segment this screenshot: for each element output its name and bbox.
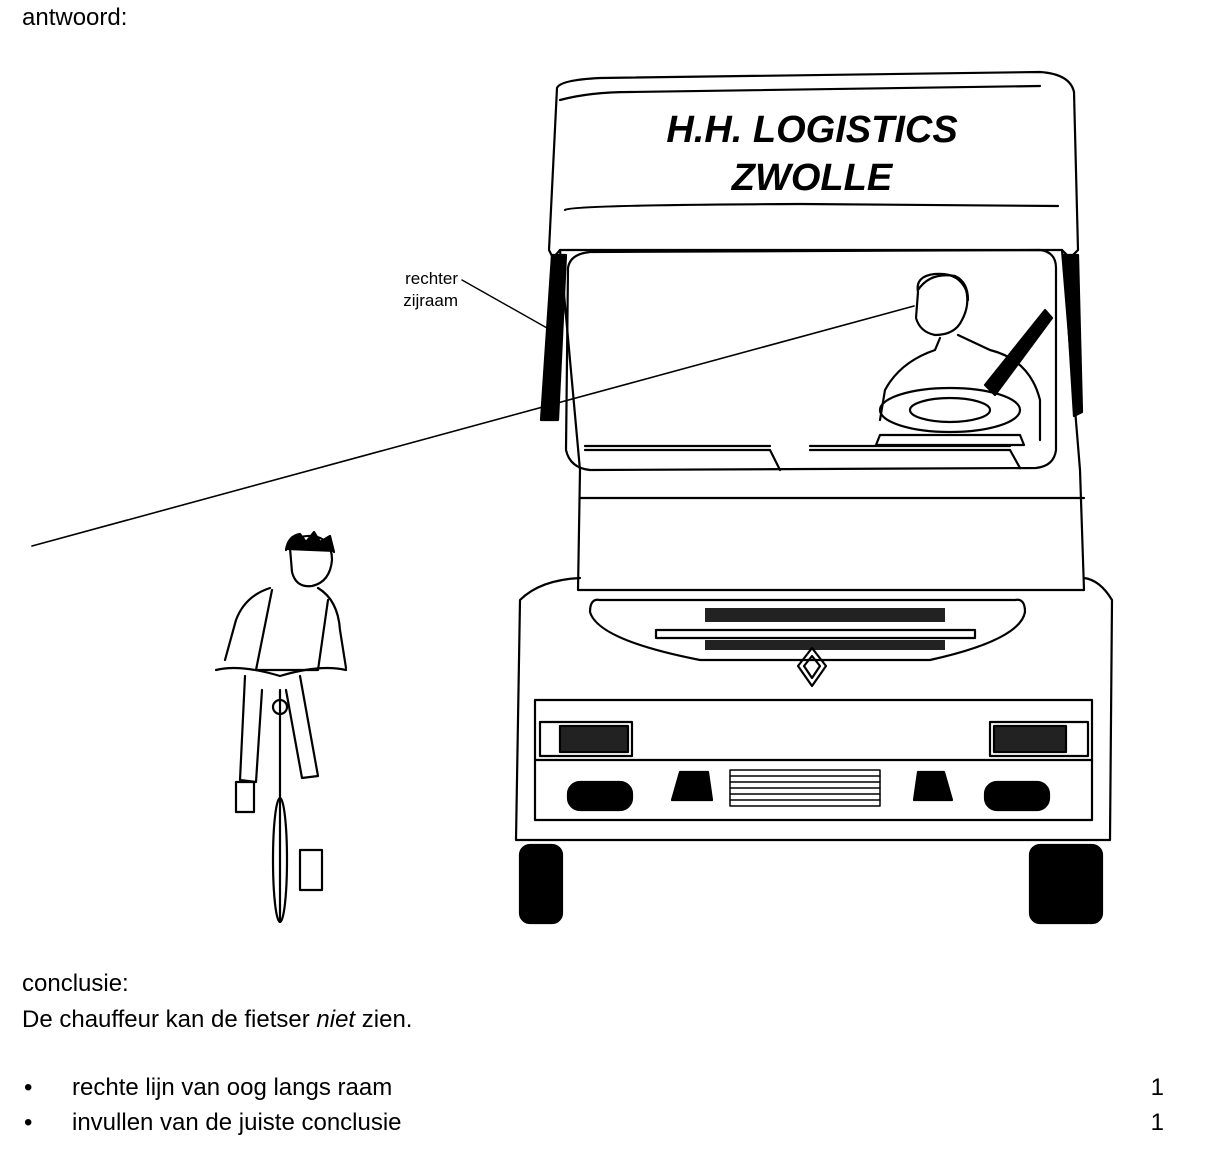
conclusion-text-emphasis: niet [316, 1006, 356, 1033]
truck-text-line1: H.H. LOGISTICS [666, 109, 957, 151]
rubric-description: invullen van de juiste conclusie [72, 1109, 402, 1136]
truck-cyclist-illustration: H.H. LOGISTICS ZWOLLE rechter zijraam [31, 70, 1114, 925]
answer-label: antwoord: [22, 4, 128, 31]
window-label-line2: zijraam [403, 291, 458, 310]
sight-line [31, 305, 915, 547]
conclusion-text-after: zien. [355, 1006, 413, 1033]
window-label-line1: rechter [405, 269, 458, 288]
cyclist [214, 530, 348, 924]
truck [514, 70, 1114, 925]
rubric-points: 1 [1150, 1074, 1164, 1101]
label-leader [461, 279, 548, 329]
rubric-points: 1 [1150, 1109, 1164, 1136]
bullet: • [24, 1074, 33, 1101]
left-side-window [1062, 253, 1084, 418]
truck-text-line2: ZWOLLE [731, 157, 894, 199]
conclusion-text-before: De chauffeur kan de fietser [22, 1006, 317, 1033]
driver [874, 272, 1054, 447]
rubric-item: • rechte lijn van oog langs raam 1 [22, 1073, 1164, 1103]
rubric-item: • invullen van de juiste conclusie 1 [22, 1108, 1164, 1138]
conclusion-text: De chauffeur kan de fietser niet zien. [22, 1006, 412, 1034]
rubric-description: rechte lijn van oog langs raam [72, 1074, 393, 1101]
right-side-window [539, 253, 568, 422]
bullet: • [24, 1109, 33, 1136]
conclusion-label: conclusie: [22, 970, 129, 997]
